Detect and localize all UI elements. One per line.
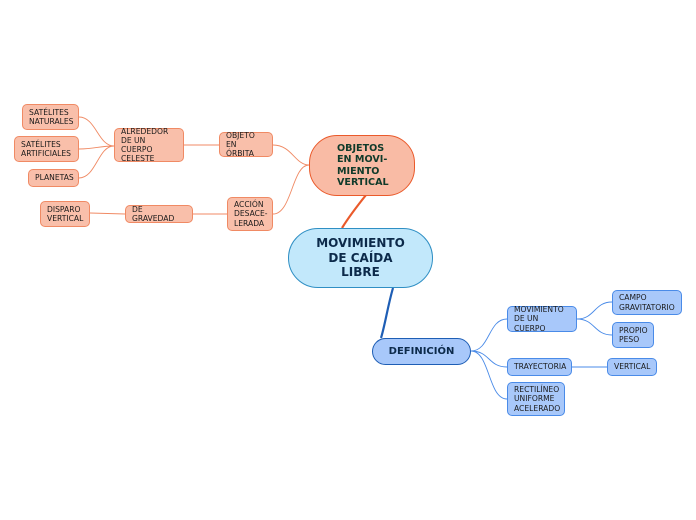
subtopic-movimiento-label: MOVIMIENTO DE UN CUERPO: [514, 305, 564, 333]
leaf-planetas-label: PLANETAS: [35, 173, 74, 183]
link-center-objetos: [341, 194, 367, 229]
leaf-peso-label: PROPIO PESO: [619, 325, 648, 344]
link-movimiento-peso: [576, 318, 613, 336]
subtopic-alrededor-label: ALREDEDOR DE UN CUERPO CELESTE: [121, 126, 169, 164]
link-alrededor-sat-nat: [78, 116, 115, 147]
subtopic-objeto-en-orbita[interactable]: OBJETO EN ÓRBITA: [219, 130, 273, 159]
subtopic-rectilineo-uniforme-acelerado[interactable]: RECTILÍNEO UNIFORME ACELERADO: [507, 382, 565, 416]
link-definicion-movimiento: [470, 318, 508, 352]
subtopic-trayectoria[interactable]: TRAYECTORIA: [507, 358, 572, 376]
subtopic-alrededor-cuerpo-celeste[interactable]: ALREDEDOR DE UN CUERPO CELESTE: [114, 126, 184, 164]
subtopic-movimiento-de-un-cuerpo[interactable]: MOVIMIENTO DE UN CUERPO: [507, 305, 577, 333]
leaf-vertical-label: VERTICAL: [614, 362, 651, 372]
link-definicion-rectilineo: [470, 350, 508, 400]
topic-definicion-label: DEFINICIÓN: [388, 345, 455, 357]
leaf-campo-label: CAMPO GRAVITATORIO: [619, 293, 675, 312]
topic-objetos-en-movimiento-vertical[interactable]: OBJETOS EN MOVI- MIENTO VERTICAL: [309, 135, 415, 196]
link-alrededor-planetas: [78, 145, 115, 179]
link-movimiento-campo: [576, 301, 613, 320]
subtopic-trayectoria-label: TRAYECTORIA: [514, 362, 567, 372]
subtopic-de-gravedad[interactable]: DE GRAVEDAD: [125, 205, 193, 223]
leaf-satelites-naturales-label: SATÉLITES NATURALES: [29, 107, 74, 126]
leaf-vertical[interactable]: VERTICAL: [607, 358, 657, 376]
subtopic-accion-desacelerada[interactable]: ACCIÓN DESACE- LERADA: [227, 197, 273, 231]
link-alrededor-sat-art: [78, 145, 115, 150]
subtopic-gravedad-label: DE GRAVEDAD: [132, 204, 175, 223]
topic-objetos-label: OBJETOS EN MOVI- MIENTO VERTICAL: [337, 142, 389, 189]
central-topic[interactable]: MOVIMIENTO DE CAÍDA LIBRE: [288, 228, 433, 288]
link-definicion-trayectoria: [470, 350, 508, 368]
leaf-satelites-artificiales[interactable]: SATÉLITES ARTIFICIALES: [14, 136, 79, 162]
leaf-planetas[interactable]: PLANETAS: [28, 169, 79, 187]
leaf-disparo-vertical[interactable]: DISPARO VERTICAL: [40, 201, 90, 227]
leaf-satelites-naturales[interactable]: SATÉLITES NATURALES: [22, 104, 79, 130]
subtopic-orbita-label: OBJETO EN ÓRBITA: [226, 130, 255, 159]
link-objetos-accion: [272, 164, 310, 215]
leaf-disparo-label: DISPARO VERTICAL: [47, 204, 84, 223]
link-center-definicion: [379, 287, 395, 339]
subtopic-accion-label: ACCIÓN DESACE- LERADA: [234, 200, 268, 228]
leaf-campo-gravitatorio[interactable]: CAMPO GRAVITATORIO: [612, 290, 682, 315]
leaf-propio-peso[interactable]: PROPIO PESO: [612, 322, 654, 348]
subtopic-rectilineo-label: RECTILÍNEO UNIFORME ACELERADO: [514, 385, 561, 413]
leaf-satelites-artificiales-label: SATÉLITES ARTIFICIALES: [21, 139, 71, 158]
topic-definicion[interactable]: DEFINICIÓN: [372, 338, 471, 365]
link-gravedad-disparo: [89, 212, 126, 215]
central-topic-label: MOVIMIENTO DE CAÍDA LIBRE: [316, 236, 405, 280]
link-objetos-orbita: [272, 144, 310, 166]
